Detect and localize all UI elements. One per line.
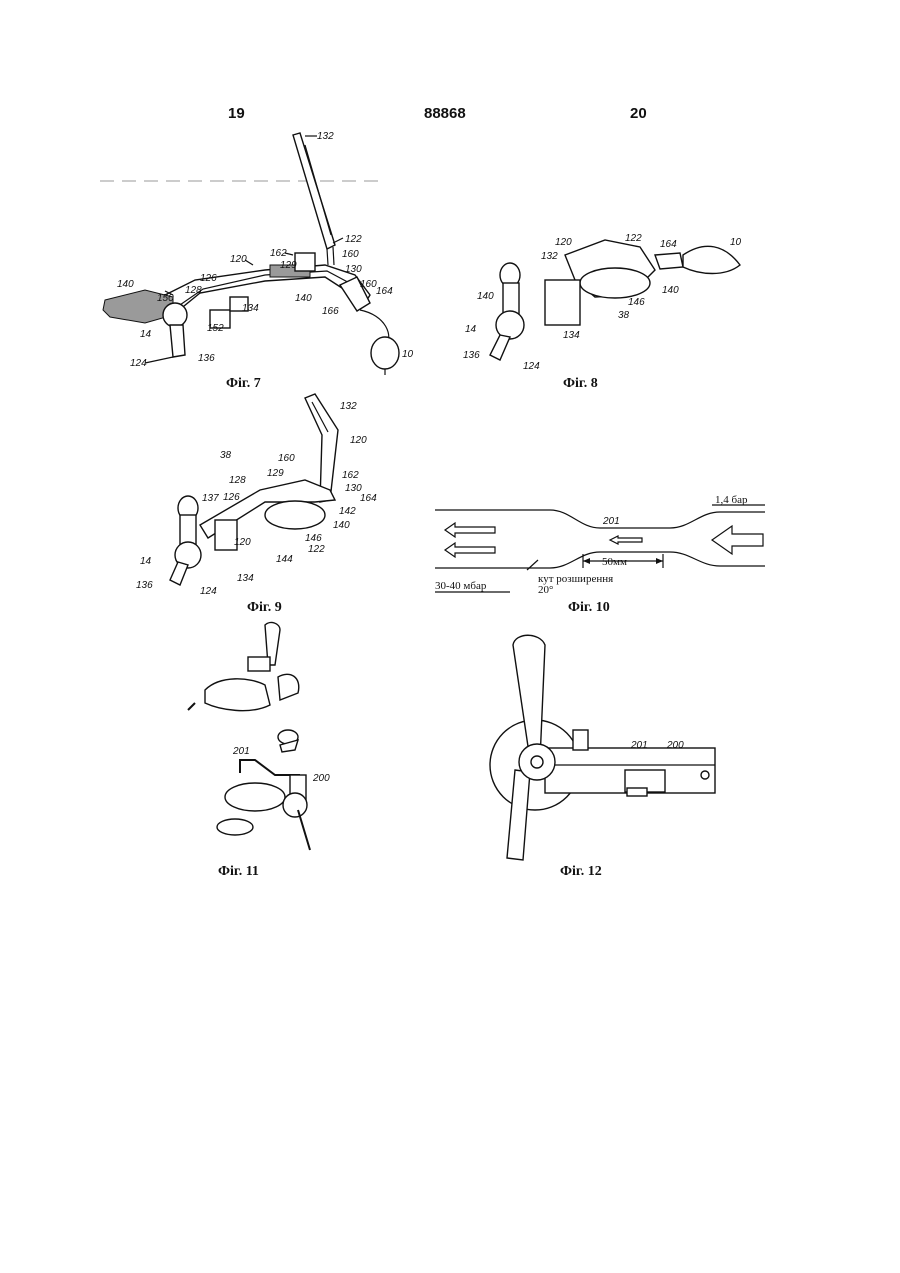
fig8-label-10: 10: [730, 237, 742, 248]
figure-8-drawing: 122 164 10 120 132 140 146 140 38 134 14…: [455, 225, 765, 375]
fig7-label-122: 122: [345, 234, 362, 245]
fig7-label-166: 166: [322, 306, 339, 317]
fig9-label-162: 162: [342, 470, 359, 481]
fig9-label-137: 137: [202, 493, 219, 504]
fig7-label-129: 129: [280, 260, 297, 271]
fig7-label-160a: 160: [342, 249, 359, 260]
fig12-label-200: 200: [666, 740, 684, 751]
fig9-label-160: 160: [278, 453, 295, 464]
fig7-label-120: 120: [230, 254, 247, 265]
fig7-label-140a: 140: [117, 279, 134, 290]
fig9-label-38: 38: [220, 450, 232, 461]
fig7-label-150: 150: [157, 293, 174, 304]
fig10-outlet-pressure: 30-40 мбар: [435, 580, 487, 592]
fig7-label-124: 124: [130, 358, 147, 369]
fig8-label-14: 14: [465, 324, 477, 335]
fig8-label-122: 122: [625, 233, 642, 244]
fig10-distance: 50мм: [602, 556, 627, 568]
fig11-label-200: 200: [312, 773, 330, 784]
fig7-label-130: 130: [345, 264, 362, 275]
figure-9-drawing: 132 120 38 160 162 129 128 130 164 126 1…: [130, 390, 390, 602]
fig7-label-162: 162: [270, 248, 287, 259]
fig9-label-134: 134: [237, 573, 254, 584]
fig9-label-164: 164: [360, 493, 377, 504]
page-number-right: 20: [630, 105, 647, 122]
fig9-label-140: 140: [333, 520, 350, 531]
fig9-label-142: 142: [339, 506, 356, 517]
figure-9-caption: Фіг. 9: [247, 600, 282, 616]
fig9-label-129: 129: [267, 468, 284, 479]
fig10-angle-line2: 20°: [538, 584, 553, 596]
fig9-label-120b: 120: [234, 537, 251, 548]
fig8-label-38: 38: [618, 310, 630, 321]
fig7-label-128: 128: [185, 285, 202, 296]
fig8-label-136: 136: [463, 350, 480, 361]
fig8-label-146: 146: [628, 297, 645, 308]
fig7-label-152: 152: [207, 323, 224, 334]
fig9-label-120a: 120: [350, 435, 367, 446]
fig7-label-126: 126: [200, 273, 217, 284]
figure-12-caption: Фіг. 12: [560, 864, 602, 880]
fig8-label-132: 132: [541, 251, 558, 262]
fig8-label-140b: 140: [662, 285, 679, 296]
figure-10-drawing: 201 1,4 бар 50мм кут розширення 20° 30-4…: [430, 490, 775, 605]
figure-11-caption: Фіг. 11: [218, 864, 259, 880]
fig11-label-201: 201: [232, 746, 250, 757]
figure-11-drawing: 201 200: [180, 615, 340, 855]
figure-12-drawing: 201 200: [485, 630, 725, 865]
figure-8-caption: Фіг. 8: [563, 376, 598, 392]
fig7-label-134: 134: [242, 303, 259, 314]
page-number-left: 19: [228, 105, 245, 122]
patent-number: 88868: [424, 105, 466, 122]
fig7-label-136: 136: [198, 353, 215, 364]
fig8-label-124: 124: [523, 361, 540, 372]
fig9-label-136: 136: [136, 580, 153, 591]
fig9-label-144: 144: [276, 554, 293, 565]
fig8-label-120: 120: [555, 237, 572, 248]
fig8-label-140a: 140: [477, 291, 494, 302]
fig9-label-126: 126: [223, 492, 240, 503]
fig7-label-10: 10: [402, 349, 414, 360]
fig7-label-140b: 140: [295, 293, 312, 304]
figure-10-caption: Фіг. 10: [568, 600, 610, 616]
fig9-label-146: 146: [305, 533, 322, 544]
fig9-label-124: 124: [200, 586, 217, 597]
fig9-label-128: 128: [229, 475, 246, 486]
figure-7-drawing: 132 122 162 160 129 130 120 126 128 140 …: [95, 125, 440, 380]
fig9-label-14: 14: [140, 556, 152, 567]
fig9-label-132: 132: [340, 401, 357, 412]
fig8-label-134: 134: [563, 330, 580, 341]
fig10-label-201: 201: [602, 516, 620, 527]
fig7-label-160b: 160: [360, 279, 377, 290]
fig10-inlet-pressure: 1,4 бар: [715, 494, 748, 506]
fig7-label-14: 14: [140, 329, 152, 340]
fig8-label-164: 164: [660, 239, 677, 250]
fig12-label-201: 201: [630, 740, 648, 751]
fig7-label-164: 164: [376, 286, 393, 297]
fig7-label-132: 132: [317, 131, 334, 142]
fig9-label-122: 122: [308, 544, 325, 555]
